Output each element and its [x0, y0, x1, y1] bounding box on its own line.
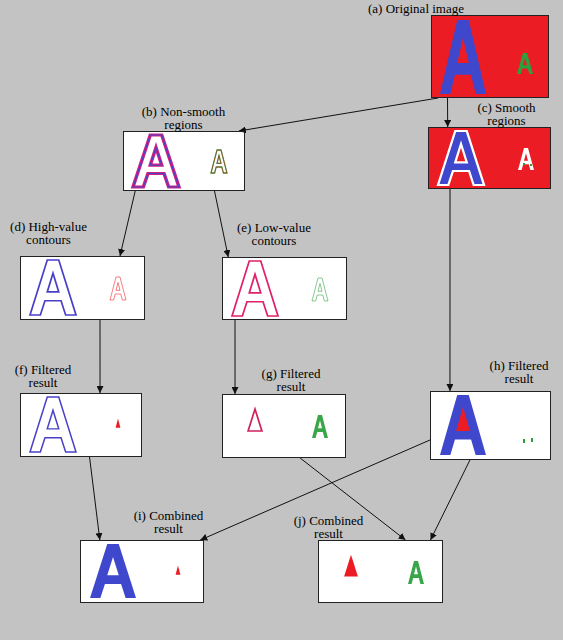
image-panel: (h) Filtered result	[430, 391, 551, 460]
image-panel: (e) Low-value contours	[222, 257, 347, 320]
small-triangle	[176, 566, 181, 575]
triangle-outline	[248, 409, 262, 431]
big-letter-outline	[232, 261, 278, 316]
image-panel: (g) Filtered result	[222, 394, 346, 458]
flow-arrow	[215, 191, 229, 257]
panel-caption: (g) Filtered result	[251, 367, 331, 393]
white-ground	[80, 540, 204, 603]
big-letter-outline	[133, 135, 179, 187]
flow-arrow	[235, 320, 236, 394]
red-triangle	[344, 555, 358, 577]
white-ground	[20, 256, 145, 320]
smooth-image	[428, 127, 551, 189]
white-ground	[123, 131, 245, 191]
small-triangle	[116, 419, 121, 428]
combined-image	[80, 540, 204, 603]
small-letter-outline	[110, 277, 126, 300]
red-ground	[428, 127, 551, 189]
white-ground	[430, 391, 551, 460]
big-letter-shape	[440, 20, 486, 94]
green-speck	[523, 163, 525, 165]
high-contour-image	[20, 256, 145, 320]
flow-arrow	[431, 460, 470, 540]
panel-caption: (j) Combined result	[286, 514, 371, 540]
small-letter-outline	[312, 278, 328, 301]
white-ground	[222, 394, 346, 458]
panel-caption: (d) High-value contours	[1, 220, 96, 246]
image-panel: (f) Filtered result	[20, 393, 142, 457]
small-letter-shape	[312, 415, 328, 438]
flow-arrow	[239, 98, 438, 131]
small-letter-shape	[518, 148, 534, 170]
panel-caption: (a) Original image	[368, 2, 464, 15]
filtered-image	[20, 393, 142, 457]
green-speck	[531, 438, 533, 442]
image-panel: (a) Original image	[431, 15, 549, 98]
low-contour-image	[222, 257, 347, 320]
white-ground	[222, 257, 347, 320]
panel-caption: (i) Combined result	[126, 509, 211, 535]
flow-arrow	[200, 440, 430, 540]
small-letter-outline	[211, 150, 227, 173]
green-speck	[530, 164, 532, 166]
red-ground	[431, 15, 549, 98]
panel-caption: (b) Non-smooth regions	[136, 105, 231, 131]
small-letter-shape	[517, 53, 533, 74]
image-panel: (i) Combined result	[80, 540, 204, 603]
flow-arrow	[90, 457, 100, 540]
big-letter-shape	[90, 544, 136, 598]
white-ground	[20, 393, 142, 457]
filtered-image	[430, 391, 551, 460]
small-letter-shape	[408, 561, 424, 584]
big-letter-shape	[438, 131, 484, 185]
non-smooth-image	[123, 131, 245, 191]
big-letter-shape	[440, 395, 486, 455]
big-letter-outline	[30, 397, 76, 452]
green-speck	[523, 439, 525, 443]
filtered-image	[222, 394, 346, 458]
original-image	[431, 15, 549, 98]
white-ground	[318, 540, 443, 603]
flow-arrow	[447, 98, 448, 127]
panel-caption: (e) Low-value contours	[229, 221, 319, 247]
combined-image	[318, 540, 443, 603]
flow-arrow	[100, 320, 101, 393]
image-panel: (j) Combined result	[318, 540, 443, 603]
big-letter-outline	[30, 260, 76, 315]
image-panel: (d) High-value contours	[20, 256, 145, 320]
panel-caption: (c) Smooth regions	[464, 101, 549, 127]
panel-caption: (f) Filtered result	[3, 363, 83, 389]
flow-arrow	[120, 191, 135, 256]
image-panel: (b) Non-smooth regions	[123, 131, 245, 191]
panel-caption: (h) Filtered result	[479, 359, 559, 385]
red-triangle	[456, 407, 470, 431]
image-panel: (c) Smooth regions	[428, 127, 551, 189]
small-letter-outline	[211, 150, 227, 173]
flow-arrow	[449, 189, 450, 391]
big-letter-outline	[133, 135, 179, 187]
